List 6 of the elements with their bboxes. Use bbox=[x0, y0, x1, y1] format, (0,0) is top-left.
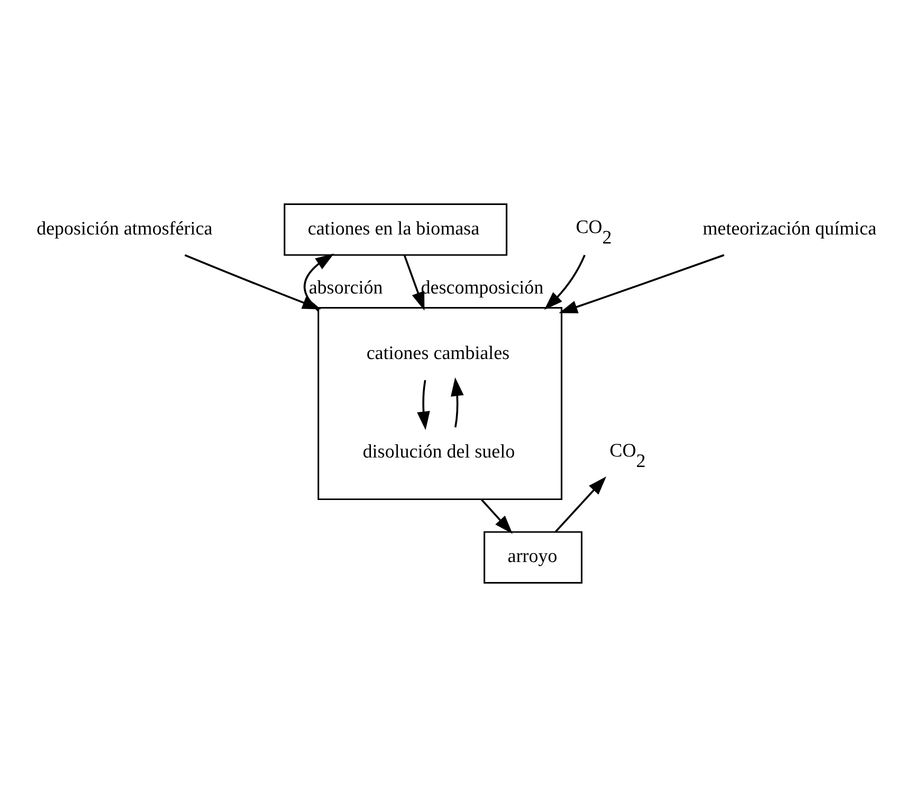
node-text: deposición atmosférica bbox=[36, 218, 212, 240]
edge-label: descomposición bbox=[420, 277, 543, 298]
node-text: cationes cambiales bbox=[366, 343, 510, 364]
node-text: disolución del suelo bbox=[362, 441, 514, 462]
edge-label: absorción bbox=[308, 277, 382, 298]
node-text: meteorización química bbox=[702, 218, 876, 240]
